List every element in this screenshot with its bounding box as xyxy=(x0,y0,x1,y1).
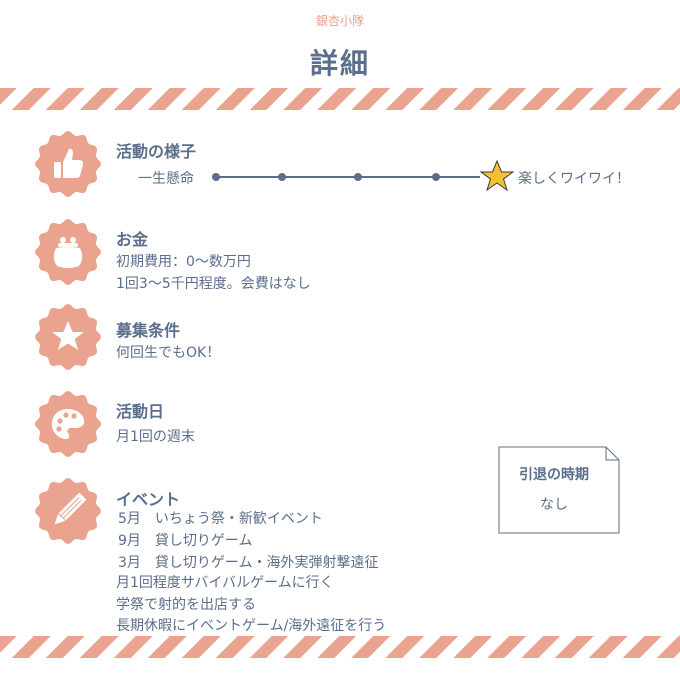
events-heading: イベント xyxy=(116,490,181,509)
money-line: 1回3〜5千円程度。会費はなし xyxy=(116,276,311,292)
event-line: 5月 いちょう祭・新歓イベント xyxy=(118,511,323,527)
pencil-icon xyxy=(34,477,102,545)
top-stripe xyxy=(0,88,680,110)
page-title: 詳細 xyxy=(309,47,370,80)
recruit-line: 何回生でもOK！ xyxy=(116,345,221,361)
event-line: 9月 貸し切りゲーム xyxy=(118,533,253,549)
money-heading: お金 xyxy=(116,230,149,249)
event-line: 学祭で射的を出店する xyxy=(116,597,256,613)
scale-star-marker xyxy=(479,160,515,192)
days-line: 月1回の週末 xyxy=(116,429,195,445)
scale-left-label: 一生懸命 xyxy=(138,171,194,187)
star-icon xyxy=(34,303,102,371)
scale-right-label: 楽しくワイワイ！ xyxy=(518,171,630,187)
event-line: 長期休暇にイベントゲーム/海外遠征を行う xyxy=(116,618,387,634)
header-subtitle: 銀杏小隊 xyxy=(315,14,364,28)
activity-scale xyxy=(212,160,515,192)
event-line: 月1回程度サバイバルゲームに行く xyxy=(116,575,334,591)
bottom-stripe xyxy=(0,636,680,658)
scale-point xyxy=(278,173,286,181)
days-heading: 活動日 xyxy=(116,402,165,421)
scale-point xyxy=(212,173,220,181)
retirement-title: 引退の時期 xyxy=(519,467,589,483)
scale-point xyxy=(354,173,362,181)
scale-point xyxy=(432,173,440,181)
retirement-value: なし xyxy=(540,497,568,513)
event-line: 3月 貸し切りゲーム・海外実弾射撃遠征 xyxy=(118,555,379,571)
palette-icon xyxy=(34,390,102,458)
activity-heading: 活動の様子 xyxy=(116,142,197,161)
coin-purse-icon xyxy=(34,218,102,286)
retirement-card: 引退の時期 なし xyxy=(498,446,620,534)
recruit-heading: 募集条件 xyxy=(116,321,181,340)
thumbs-up-icon xyxy=(34,130,102,198)
money-line: 初期費用：0〜数万円 xyxy=(116,254,251,270)
